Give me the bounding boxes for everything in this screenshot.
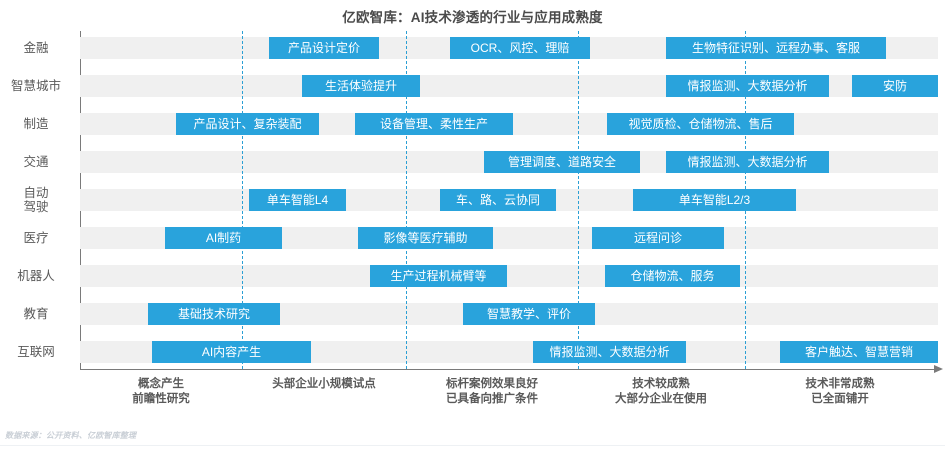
bar-机器人-1[interactable]: 生产过程机械臂等 (370, 265, 507, 287)
row-label-金融: 金融 (0, 41, 72, 55)
bar-医疗-3[interactable]: 远程问诊 (592, 227, 724, 249)
row-label-自动驾驶: 自动驾驶 (0, 186, 72, 214)
x-stage-label-1: 概念产生 前瞻性研究 (132, 378, 190, 405)
x-axis-line (80, 369, 936, 370)
bar-互联网-1[interactable]: AI内容产生 (152, 341, 311, 363)
bar-互联网-2[interactable]: 情报监测、大数据分析 (533, 341, 686, 363)
bar-制造-1[interactable]: 产品设计、复杂装配 (176, 113, 319, 135)
row-label-line: 制造 (23, 117, 49, 131)
bar-金融-2[interactable]: OCR、风控、理赔 (450, 37, 590, 59)
row-label-line: 医疗 (23, 231, 49, 245)
row-label-line: 教育 (23, 307, 49, 321)
bar-医疗-1[interactable]: AI制药 (165, 227, 282, 249)
bar-智慧城市-2[interactable]: 情报监测、大数据分析 (666, 75, 829, 97)
gridline-2 (406, 31, 407, 369)
bar-自动驾驶-2[interactable]: 车、路、云协同 (440, 189, 556, 211)
x-stage-label-3: 标杆案例效果良好 已具备向推广条件 (446, 378, 538, 405)
row-label-line: 交通 (23, 155, 49, 169)
gridline-1 (242, 31, 243, 369)
bar-机器人-2[interactable]: 仓储物流、服务 (605, 265, 740, 287)
row-label-line: 互联网 (17, 345, 55, 359)
row-label-机器人: 机器人 (0, 269, 72, 283)
x-axis-arrow-icon (934, 365, 943, 373)
bar-教育-1[interactable]: 基础技术研究 (148, 303, 280, 325)
bar-智慧城市-1[interactable]: 生活体验提升 (302, 75, 420, 97)
gridline-3 (578, 31, 579, 369)
row-label-教育: 教育 (0, 307, 72, 321)
bar-教育-2[interactable]: 智慧教学、评价 (463, 303, 595, 325)
row-label-line: 机器人 (17, 269, 55, 283)
bar-自动驾驶-3[interactable]: 单车智能L2/3 (633, 189, 796, 211)
bar-金融-1[interactable]: 产品设计定价 (269, 37, 379, 59)
bar-医疗-2[interactable]: 影像等医疗辅助 (358, 227, 493, 249)
x-stage-label-4: 技术较成熟 大部分企业在使用 (615, 378, 707, 405)
chart-title: 亿欧智库：AI技术渗透的行业与应用成熟度 (342, 10, 603, 25)
row-label-line: 驾驶 (23, 200, 49, 214)
row-label-交通: 交通 (0, 155, 72, 169)
bar-制造-2[interactable]: 设备管理、柔性生产 (355, 113, 513, 135)
row-label-制造: 制造 (0, 117, 72, 131)
bar-金融-3[interactable]: 生物特征识别、远程办事、客服 (666, 37, 886, 59)
x-stage-label-2: 头部企业小规模试点 (272, 378, 376, 390)
row-label-line: 自动 (23, 186, 49, 200)
row-label-line: 金融 (23, 41, 49, 55)
bar-交通-1[interactable]: 管理调度、道路安全 (484, 151, 640, 173)
row-label-智慧城市: 智慧城市 (0, 79, 72, 93)
x-stage-label-5: 技术非常成熟 已全面铺开 (805, 378, 875, 405)
row-band (80, 265, 938, 287)
bar-智慧城市-3[interactable]: 安防 (852, 75, 938, 97)
row-label-line: 智慧城市 (10, 79, 61, 93)
footer-divider (0, 445, 945, 446)
row-label-医疗: 医疗 (0, 231, 72, 245)
bar-制造-3[interactable]: 视觉质检、仓储物流、售后 (607, 113, 794, 135)
bar-自动驾驶-1[interactable]: 单车智能L4 (249, 189, 346, 211)
bar-互联网-3[interactable]: 客户触达、智慧营销 (780, 341, 938, 363)
footer-source-text: 数据来源：公开资料、亿欧智库整理 (5, 431, 137, 440)
row-label-互联网: 互联网 (0, 345, 72, 359)
bar-交通-2[interactable]: 情报监测、大数据分析 (666, 151, 829, 173)
